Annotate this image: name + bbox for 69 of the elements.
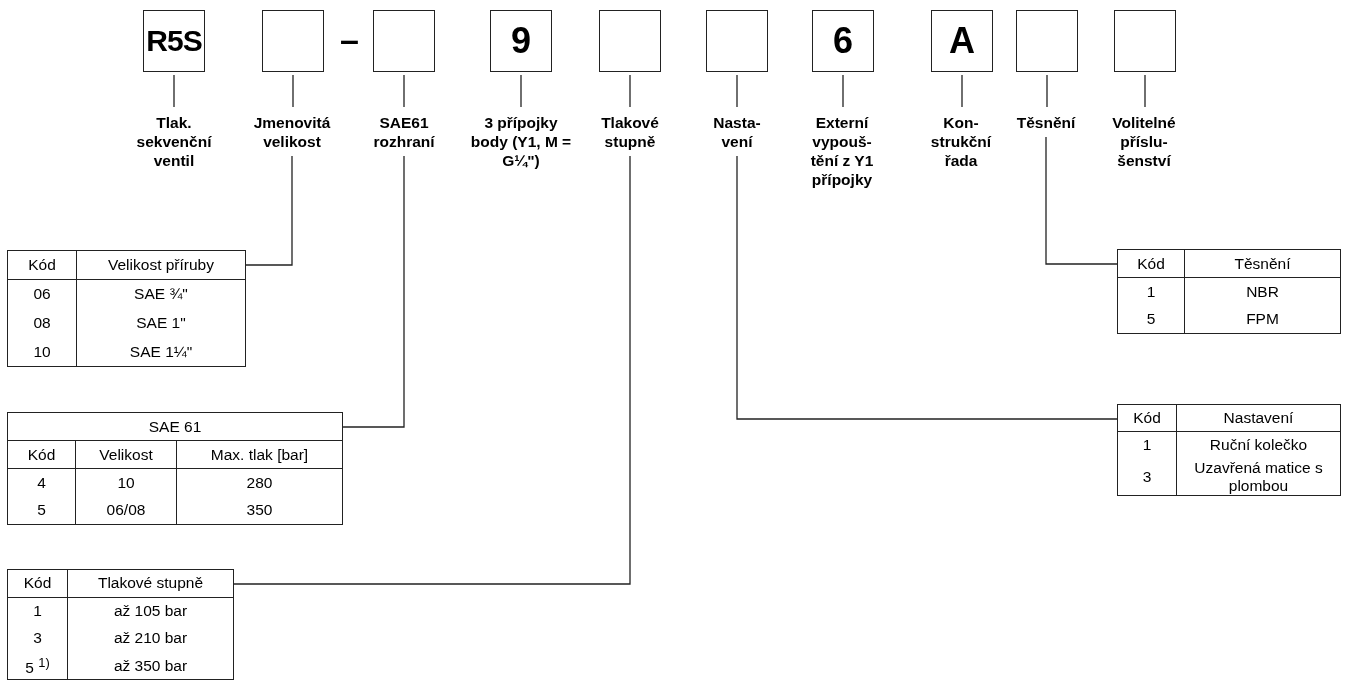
leader-line	[1046, 74, 1048, 108]
table-entry: 5	[1117, 305, 1185, 334]
leader-line	[1045, 136, 1118, 265]
code-box: 9	[490, 10, 552, 72]
leader-line	[842, 74, 844, 108]
table-entry: 3	[7, 624, 68, 652]
leader-line	[736, 74, 738, 108]
table-header: Max. tlak [bar]	[176, 440, 343, 469]
table-header: Kód	[1117, 404, 1177, 432]
table-entry: až 105 bar	[67, 597, 234, 625]
table-entry: 1	[7, 597, 68, 625]
table-header: Velikost příruby	[76, 250, 246, 280]
table-entry: SAE ¾"	[76, 279, 246, 309]
table-header: SAE 61	[7, 412, 343, 441]
code-table	[7, 250, 246, 367]
table-header: Kód	[7, 250, 77, 280]
leader-line	[292, 74, 294, 108]
table-header: Těsnění	[1184, 249, 1341, 278]
table-entry: až 210 bar	[67, 624, 234, 652]
leader-line	[233, 155, 631, 585]
table-entry: SAE 1"	[76, 308, 246, 338]
table-header: Kód	[1117, 249, 1185, 278]
table-entry: NBR	[1184, 277, 1341, 306]
code-box	[1016, 10, 1078, 72]
table-entry: 1	[1117, 431, 1177, 459]
code-table	[1117, 404, 1341, 496]
code-table	[1117, 249, 1341, 334]
leader-line	[173, 74, 175, 108]
leader-line	[245, 155, 293, 266]
table-entry: 06	[7, 279, 77, 309]
table-header: Kód	[7, 569, 68, 597]
leader-line	[629, 74, 631, 108]
code-table	[7, 412, 343, 525]
table-entry: 280	[176, 468, 343, 497]
code-box: R5S	[143, 10, 205, 72]
code-table	[7, 569, 234, 680]
code-box: A	[931, 10, 993, 72]
table-entry: Uzavřená matice s plombou	[1176, 458, 1341, 495]
table-entry: 3	[1117, 458, 1177, 495]
code-box	[706, 10, 768, 72]
leader-line	[1144, 74, 1146, 108]
separator-dash: –	[340, 22, 359, 56]
table-entry: 350	[176, 496, 343, 525]
table-entry: FPM	[1184, 305, 1341, 334]
leader-line	[736, 155, 1118, 420]
code-box	[1114, 10, 1176, 72]
table-entry: 06/08	[75, 496, 177, 525]
table-header: Kód	[7, 440, 76, 469]
leader-line	[961, 74, 963, 108]
code-box	[373, 10, 435, 72]
table-entry: SAE 1¼"	[76, 337, 246, 367]
table-header: Nastavení	[1176, 404, 1341, 432]
code-box	[262, 10, 324, 72]
table-entry: až 350 bar	[67, 652, 234, 680]
table-entry: 5 $^{1)}$	[7, 652, 68, 680]
table-header: Velikost	[75, 440, 177, 469]
leader-line	[342, 155, 405, 428]
table-header: Tlakové stupně	[67, 569, 234, 597]
table-entry: 5	[7, 496, 76, 525]
table-entry: 10	[75, 468, 177, 497]
table-entry: 4	[7, 468, 76, 497]
leader-line	[520, 74, 522, 108]
code-box: 6	[812, 10, 874, 72]
table-entry: 1	[1117, 277, 1185, 306]
table-entry: 10	[7, 337, 77, 367]
table-entry: 08	[7, 308, 77, 338]
code-box	[599, 10, 661, 72]
table-entry: Ruční kolečko	[1176, 431, 1341, 459]
leader-line	[403, 74, 405, 108]
